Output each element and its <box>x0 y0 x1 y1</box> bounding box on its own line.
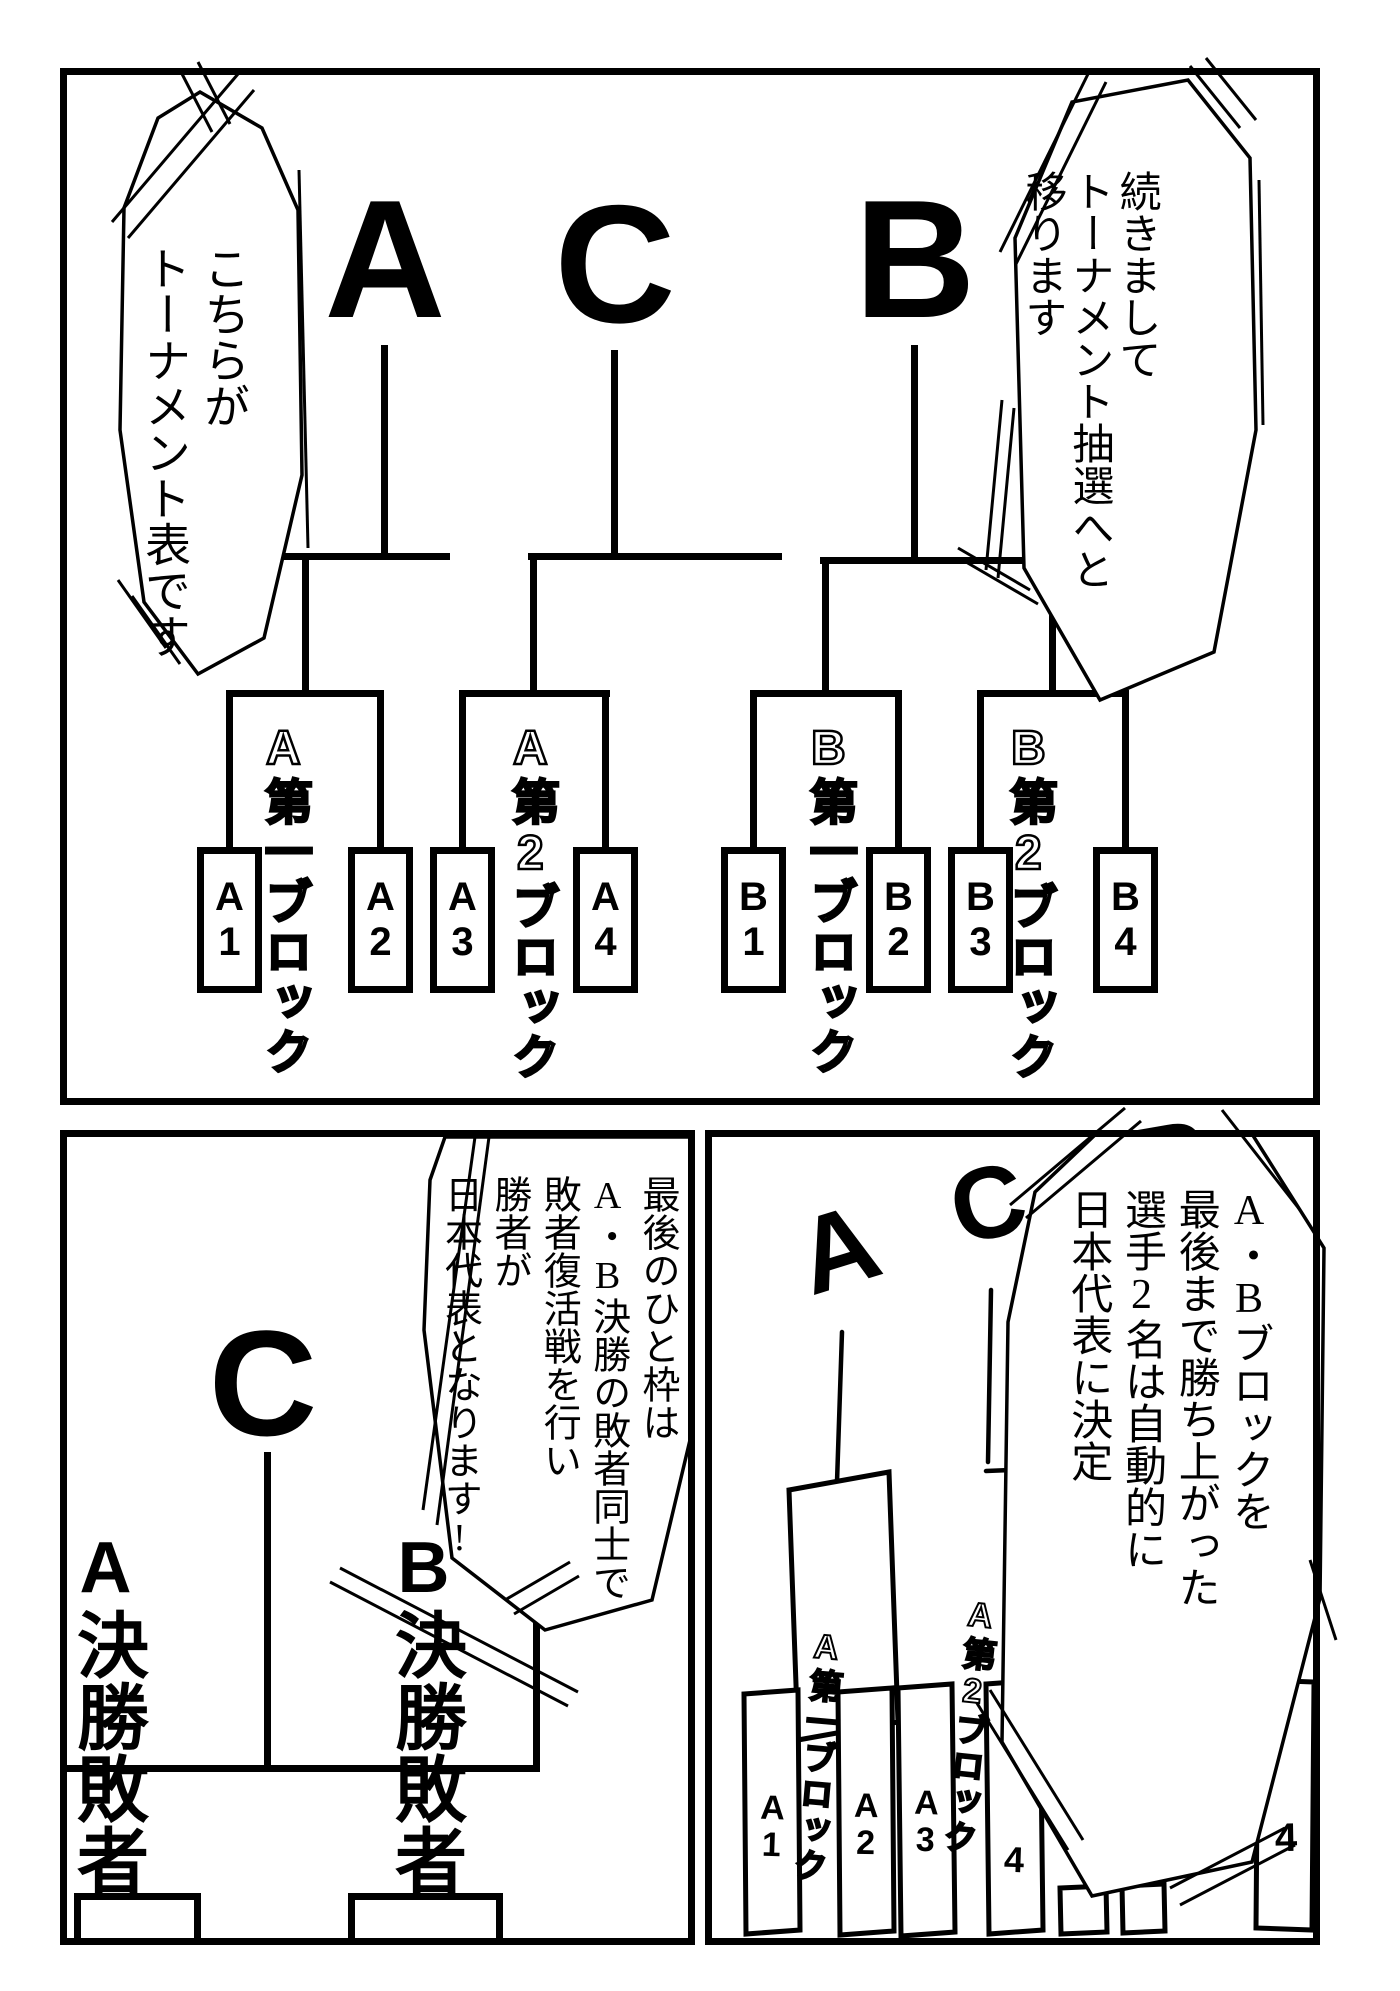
p1-blockbar-b2 <box>977 690 1129 697</box>
slot-a3: A 3 <box>430 847 495 993</box>
p1-bar-b <box>820 557 1100 564</box>
p3-bubble-text: A・Bブロックを 最後まで勝ち上がった 選手2名は自動的に 日本代表に決定 <box>1064 1188 1272 1608</box>
p1-slotstem <box>895 695 902 847</box>
p1-letter-c: C <box>554 170 676 358</box>
p1-riser-4 <box>1049 562 1056 694</box>
p1-slotstem <box>377 695 384 847</box>
slot-b1: B 1 <box>721 847 786 993</box>
p2-slot-right <box>348 1893 503 1945</box>
p1-stem-c <box>611 350 618 555</box>
slot-a4: A 4 <box>573 847 638 993</box>
p2-letter-c: C <box>208 1299 318 1467</box>
block-label-b2: B第2ブロック <box>1001 721 1056 1084</box>
block-label-a2: A第2ブロック <box>503 721 558 1084</box>
slot-b4: B 4 <box>1093 847 1158 993</box>
p1-blockbar-a2 <box>459 690 610 697</box>
label-b-final-loser: B決勝敗者 <box>383 1528 464 1896</box>
p2-stem-c <box>264 1452 271 1768</box>
slot-b2: B 2 <box>866 847 931 993</box>
p1-bar-c <box>528 553 782 560</box>
slot-a1: A 1 <box>197 847 262 993</box>
p1-slotstem <box>459 695 466 847</box>
block-label-a1: A第一ブロック <box>256 721 311 1079</box>
p1-blockbar-a1 <box>226 690 384 697</box>
p1-bubble-left-outline <box>118 89 304 677</box>
p1-bubble-right-outline <box>1013 78 1258 703</box>
p1-slotstem <box>226 695 233 847</box>
p1-blockbar-b1 <box>750 690 902 697</box>
p2-main-bar <box>67 1765 540 1772</box>
p1-slotstem <box>977 695 984 847</box>
p1-riser-1 <box>302 558 309 694</box>
p1-slotstem <box>750 695 757 847</box>
p1-bar-a <box>245 553 450 560</box>
label-a-final-loser: A決勝敗者 <box>65 1528 146 1896</box>
p1-riser-3 <box>822 562 829 694</box>
block-label-b1: B第一ブロック <box>801 721 856 1079</box>
p1-slotstem <box>1122 695 1129 847</box>
p1-slotstem <box>602 695 609 847</box>
p1-letter-b: B <box>854 165 976 353</box>
p1-bubble-left-text: こちらが トーナメント表です <box>139 245 249 659</box>
p2-bubble-text: 最後のひと枠は A・B決勝の敗者同士で 敗者復活戦を行い 勝者が 日本代表となり… <box>438 1175 678 1601</box>
p1-riser-2 <box>530 558 537 694</box>
p2-slot-left <box>74 1893 201 1945</box>
p1-letter-a: A <box>324 165 446 353</box>
p3-slot-a4-partial: 4 <box>1003 1838 1025 1881</box>
p1-bubble-right-text: 続きまして トーナメント抽選へと 移ります <box>1018 170 1159 590</box>
slot-b3: B 3 <box>948 847 1013 993</box>
p1-stem-b <box>911 345 918 559</box>
p3-slot-b4: 4 <box>1274 1815 1298 1861</box>
p3-slot-a2: A 2 <box>853 1786 879 1863</box>
slot-a2: A 2 <box>348 847 413 993</box>
p1-stem-a <box>381 345 388 555</box>
